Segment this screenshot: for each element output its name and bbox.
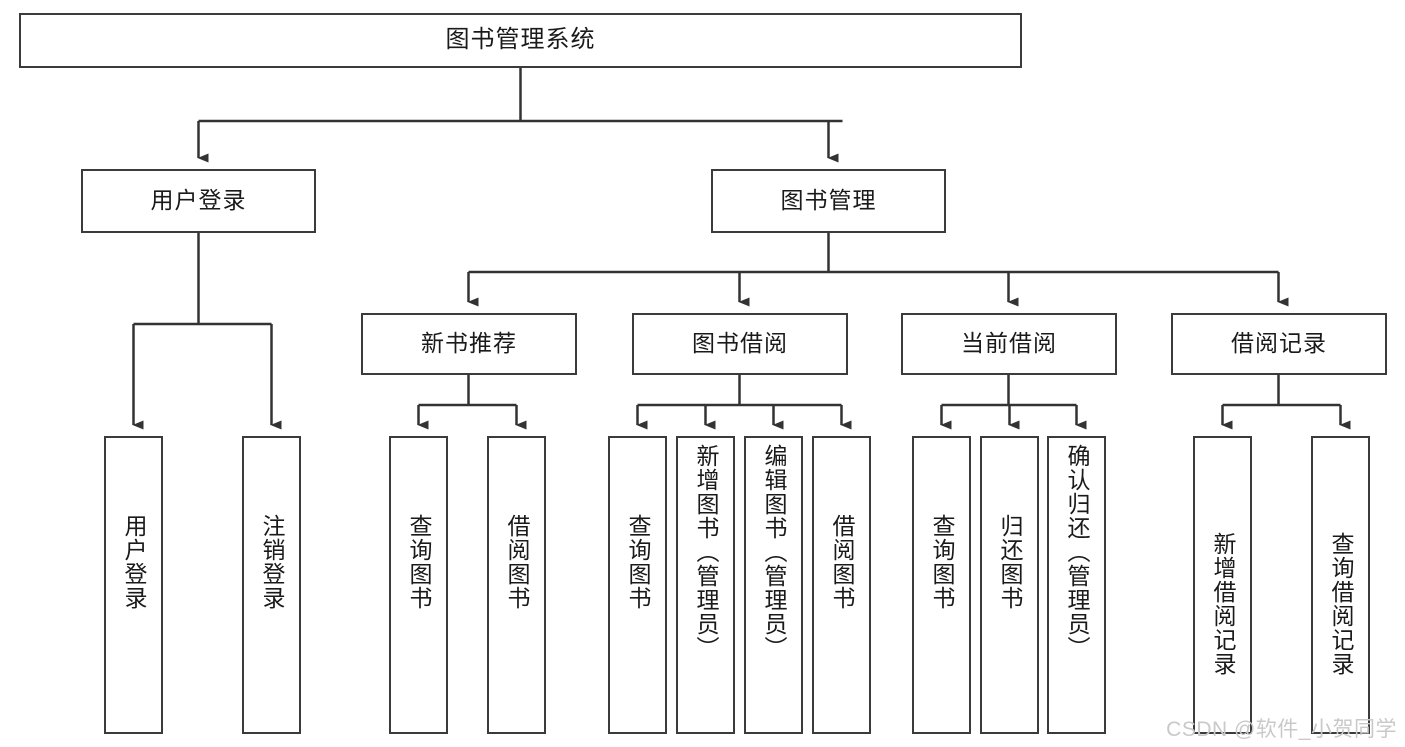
leaf-label: 注销登录 (259, 514, 285, 610)
leaf-label: 查询图书 (929, 514, 955, 610)
leaf-current-confirm-return-admin[interactable]: 确认归还（管理员） (1047, 436, 1106, 734)
leaf-label: 借阅图书 (829, 514, 855, 610)
leaf-label: 查询图书 (406, 514, 432, 610)
leaf-user-login-logout[interactable]: 注销登录 (242, 436, 301, 734)
leaf-current-query-book[interactable]: 查询图书 (912, 436, 971, 734)
leaf-borrow-borrow-book[interactable]: 借阅图书 (812, 436, 871, 734)
leaf-borrow-edit-book-admin[interactable]: 编辑图书（管理员） (744, 436, 803, 734)
csdn-watermark: CSDN @软件_小贺同学 (1166, 718, 1397, 741)
node-current-borrow[interactable]: 当前借阅 (901, 313, 1117, 375)
leaf-label: 新增图书（管理员） (693, 444, 719, 660)
leaf-current-return-book[interactable]: 归还图书 (980, 436, 1039, 734)
node-new-book-recommend[interactable]: 新书推荐 (361, 313, 577, 375)
leaf-new-book-query[interactable]: 查询图书 (389, 436, 448, 734)
leaf-record-query-record[interactable]: 查询借阅记录 (1311, 436, 1370, 734)
leaf-label: 编辑图书（管理员） (761, 444, 787, 660)
node-user-login[interactable]: 用户登录 (81, 169, 316, 233)
leaf-borrow-query-book[interactable]: 查询图书 (608, 436, 667, 734)
leaf-new-book-borrow[interactable]: 借阅图书 (487, 436, 546, 734)
node-borrow-record[interactable]: 借阅记录 (1171, 313, 1387, 375)
leaf-record-add-record[interactable]: 新增借阅记录 (1193, 436, 1252, 734)
leaf-label: 归还图书 (997, 514, 1023, 610)
leaf-label: 新增借阅记录 (1210, 532, 1236, 676)
node-book-borrow[interactable]: 图书借阅 (632, 313, 848, 375)
leaf-label: 借阅图书 (504, 514, 530, 610)
leaf-user-login-login[interactable]: 用户登录 (104, 436, 163, 734)
leaf-label: 用户登录 (121, 514, 147, 610)
node-root-system[interactable]: 图书管理系统 (19, 13, 1022, 68)
leaf-borrow-add-book-admin[interactable]: 新增图书（管理员） (676, 436, 735, 734)
node-book-management[interactable]: 图书管理 (711, 169, 946, 233)
leaf-label: 查询借阅记录 (1328, 532, 1354, 676)
leaf-label: 确认归还（管理员） (1064, 444, 1090, 660)
leaf-label: 查询图书 (625, 514, 651, 610)
